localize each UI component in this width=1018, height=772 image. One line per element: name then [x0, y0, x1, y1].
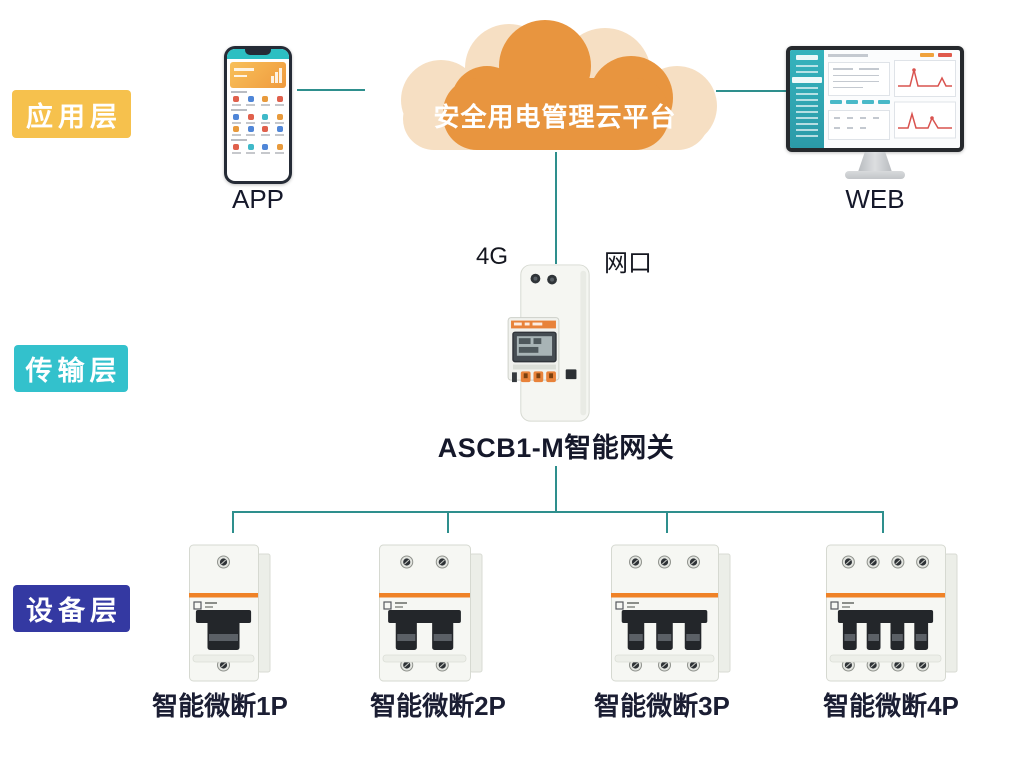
monitor-stand-neck	[858, 152, 892, 172]
app-icon	[230, 96, 242, 106]
breaker-2p-label: 智能微断2P	[370, 691, 506, 721]
device-bus-line	[232, 511, 884, 513]
phone-mockup	[224, 46, 292, 184]
web-monitor	[786, 46, 964, 152]
app-icon	[245, 126, 257, 136]
line-app-to-cloud	[297, 89, 365, 91]
gateway-label: ASCB1-M智能网关	[437, 433, 675, 463]
transmission-layer-badge: 传输层	[14, 345, 128, 392]
app-icon	[245, 96, 257, 106]
app-icon	[230, 144, 242, 154]
app-icon	[230, 114, 242, 124]
drop-line-1p	[232, 512, 234, 533]
monitor-screen	[790, 50, 960, 148]
app-icon	[274, 144, 286, 154]
gateway-device	[505, 262, 603, 428]
app-label: APP	[231, 184, 285, 214]
app-icon	[259, 114, 271, 124]
device-layer-badge: 设备层	[13, 585, 130, 632]
app-icon	[259, 96, 271, 106]
gateway-4g-label: 4G	[475, 243, 508, 270]
app-icon	[230, 126, 242, 136]
app-icon	[245, 144, 257, 154]
line-cloud-to-gateway	[555, 152, 557, 264]
dashboard-sidebar	[790, 50, 824, 148]
dashboard-charts	[894, 60, 956, 139]
monitor-stand-base	[845, 171, 905, 179]
app-icon	[259, 126, 271, 136]
breaker-1p	[189, 538, 271, 688]
app-icon	[274, 96, 286, 106]
application-layer-badge: 应用层	[12, 90, 131, 138]
web-label: WEB	[845, 184, 905, 214]
app-icon	[274, 114, 286, 124]
app-icon	[259, 144, 271, 154]
breaker-4p	[826, 538, 958, 688]
app-banner	[230, 62, 286, 88]
app-icon	[245, 114, 257, 124]
breaker-2p	[379, 538, 483, 688]
phone-notch	[245, 49, 271, 55]
breaker-3p-label: 智能微断3P	[594, 691, 730, 721]
drop-line-3p	[666, 512, 668, 533]
app-icon-grid	[227, 91, 289, 154]
line-gateway-to-bus	[555, 466, 557, 512]
drop-line-2p	[447, 512, 449, 533]
breaker-1p-label: 智能微断1P	[152, 691, 288, 721]
cloud-platform-title: 安全用电管理云平台	[433, 102, 676, 132]
cloud-main-shape	[443, 20, 673, 150]
breaker-4p-label: 智能微断4P	[823, 691, 959, 721]
cloud-platform: 安全用电管理云平台	[401, 20, 717, 150]
gateway-lan-label: 网口	[604, 250, 652, 277]
dashboard-content	[824, 50, 960, 148]
phone-screen	[227, 49, 289, 181]
breaker-3p	[611, 538, 731, 688]
line-cloud-to-web	[716, 90, 788, 92]
drop-line-4p	[882, 512, 884, 533]
app-icon	[274, 126, 286, 136]
